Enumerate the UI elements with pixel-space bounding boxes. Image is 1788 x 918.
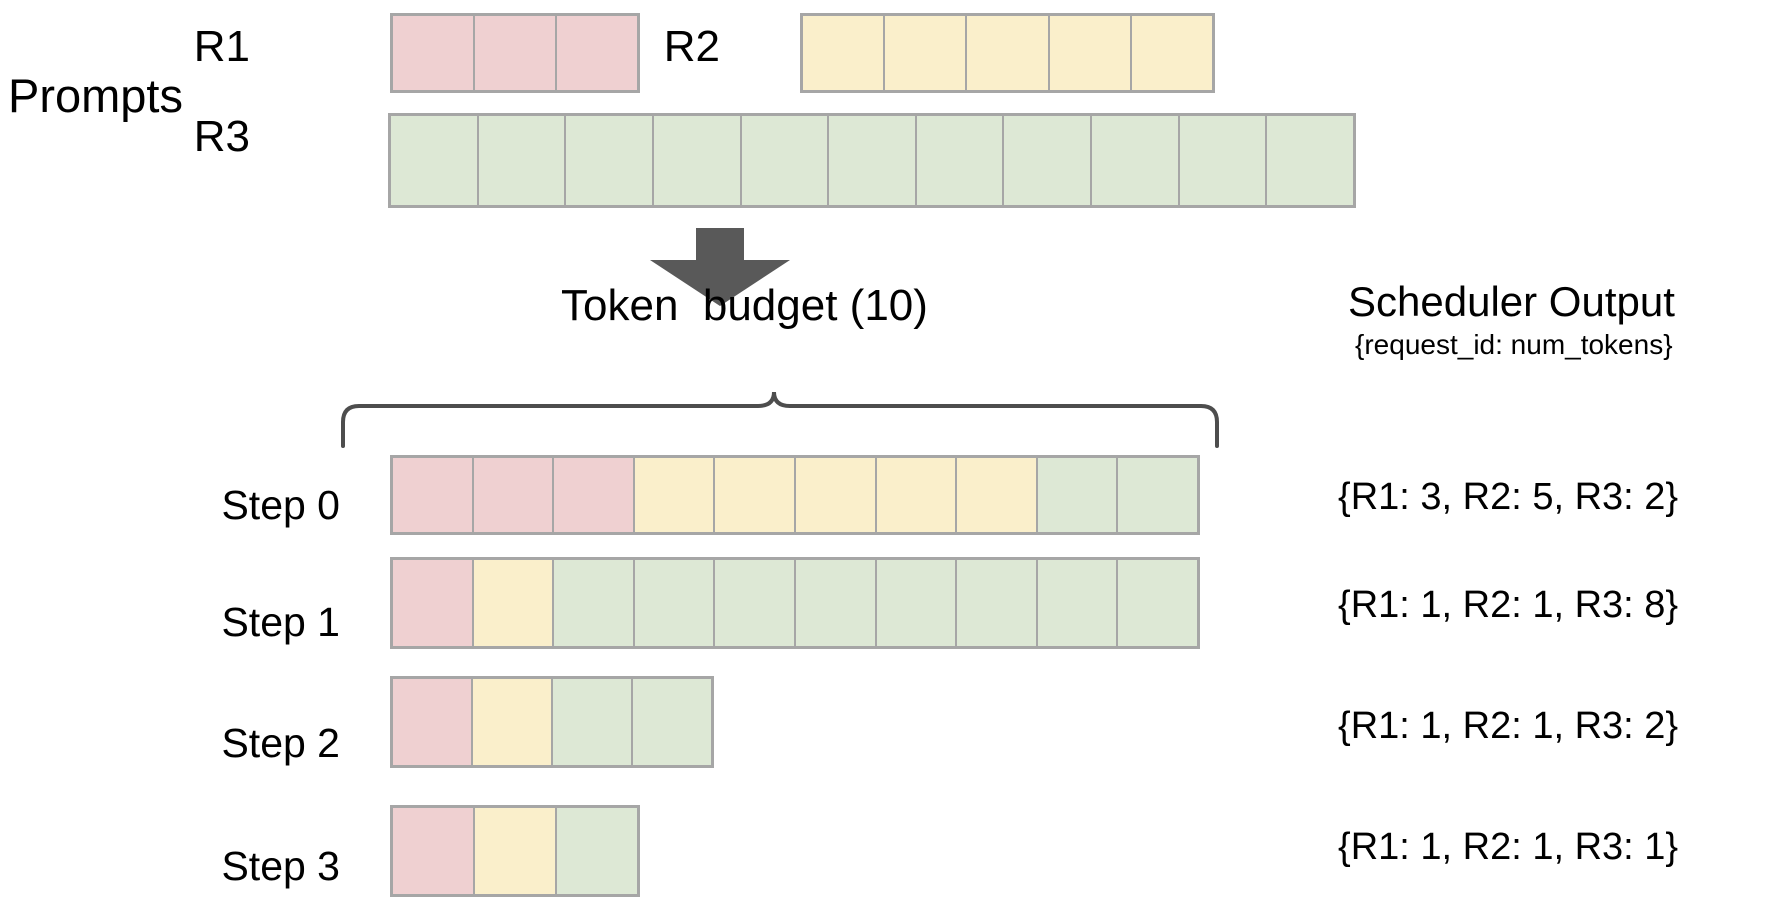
step-1-token-cell — [795, 560, 877, 646]
prompt-token-r3-cell — [1004, 116, 1093, 205]
step-1-token-cell — [473, 560, 555, 646]
step-label-0: Step 0 — [221, 482, 340, 528]
prompt-token-r2-cell — [1049, 16, 1132, 90]
prompt-token-r3-cell — [741, 116, 830, 205]
step-token-bar-2 — [390, 676, 714, 768]
curly-brace-up-icon — [340, 388, 1220, 453]
step-1-token-cell — [634, 560, 716, 646]
step-0-token-cell — [554, 458, 635, 532]
prompts-group-label: Prompts — [8, 69, 183, 122]
scheduler-output-row-0: {R1: 3, R2: 5, R3: 2} — [1338, 476, 1679, 518]
prompt-token-r2-cell — [967, 16, 1050, 90]
step-1-token-cell — [1037, 560, 1119, 646]
prompt-label-r1: R1 — [193, 22, 250, 71]
step-0-token-cell — [1037, 458, 1119, 532]
prompt-token-bar-r2 — [800, 13, 1215, 93]
step-0-token-cell — [393, 458, 474, 532]
step-0-token-cell — [473, 458, 555, 532]
prompt-token-r3-cell — [829, 116, 917, 205]
step-2-token-cell — [633, 679, 711, 765]
step-label-2: Step 2 — [221, 720, 340, 766]
prompt-token-r1-cell — [393, 16, 475, 90]
step-label-3: Step 3 — [221, 843, 340, 889]
prompt-token-r3-cell — [478, 116, 567, 205]
step-token-bar-3 — [390, 805, 640, 897]
step-1-token-cell — [715, 560, 796, 646]
step-3-token-cell — [393, 808, 475, 894]
prompt-token-r3-cell — [916, 116, 1005, 205]
step-0-token-cell — [795, 458, 877, 532]
down-arrow-icon — [640, 228, 800, 313]
step-0-token-cell — [1118, 458, 1197, 532]
prompt-token-r3-cell — [391, 116, 479, 205]
prompt-label-r2: R2 — [663, 22, 720, 71]
prompt-token-r3-cell — [566, 116, 654, 205]
prompt-token-r2-cell — [803, 16, 886, 90]
prompt-token-bar-r3 — [388, 113, 1356, 208]
step-1-token-cell — [876, 560, 958, 646]
step-0-token-cell — [715, 458, 796, 532]
prompt-label-r3: R3 — [193, 112, 250, 161]
step-0-token-cell — [876, 458, 958, 532]
scheduler-output-row-1: {R1: 1, R2: 1, R3: 8} — [1338, 584, 1679, 626]
prompt-token-r2-cell — [1131, 16, 1213, 90]
prompt-token-r3-cell — [1179, 116, 1268, 205]
step-0-token-cell — [634, 458, 716, 532]
step-1-token-cell — [393, 560, 474, 646]
step-0-token-cell — [957, 458, 1038, 532]
prompt-token-r2-cell — [885, 16, 968, 90]
step-1-token-cell — [1118, 560, 1197, 646]
step-token-bar-1 — [390, 557, 1200, 649]
step-token-bar-0 — [390, 455, 1200, 535]
token-budget-caption: Token budget (10) — [561, 281, 928, 330]
step-1-token-cell — [957, 560, 1038, 646]
scheduler-output-row-3: {R1: 1, R2: 1, R3: 1} — [1338, 826, 1679, 868]
step-3-token-cell — [475, 808, 557, 894]
step-2-token-cell — [393, 679, 473, 765]
step-2-token-cell — [473, 679, 553, 765]
prompt-token-bar-r1 — [390, 13, 640, 93]
prompt-token-r3-cell — [1092, 116, 1180, 205]
prompt-token-r1-cell — [475, 16, 557, 90]
scheduler-output-subtitle: {request_id: num_tokens} — [1355, 329, 1673, 360]
scheduler-output-row-2: {R1: 1, R2: 1, R3: 2} — [1338, 705, 1679, 747]
prompt-token-r3-cell — [653, 116, 742, 205]
scheduler-output-title: Scheduler Output — [1348, 278, 1675, 325]
step-2-token-cell — [553, 679, 633, 765]
prompt-token-r1-cell — [557, 16, 637, 90]
step-3-token-cell — [557, 808, 637, 894]
step-1-token-cell — [554, 560, 635, 646]
step-label-1: Step 1 — [221, 599, 340, 645]
prompt-token-r3-cell — [1267, 116, 1354, 205]
